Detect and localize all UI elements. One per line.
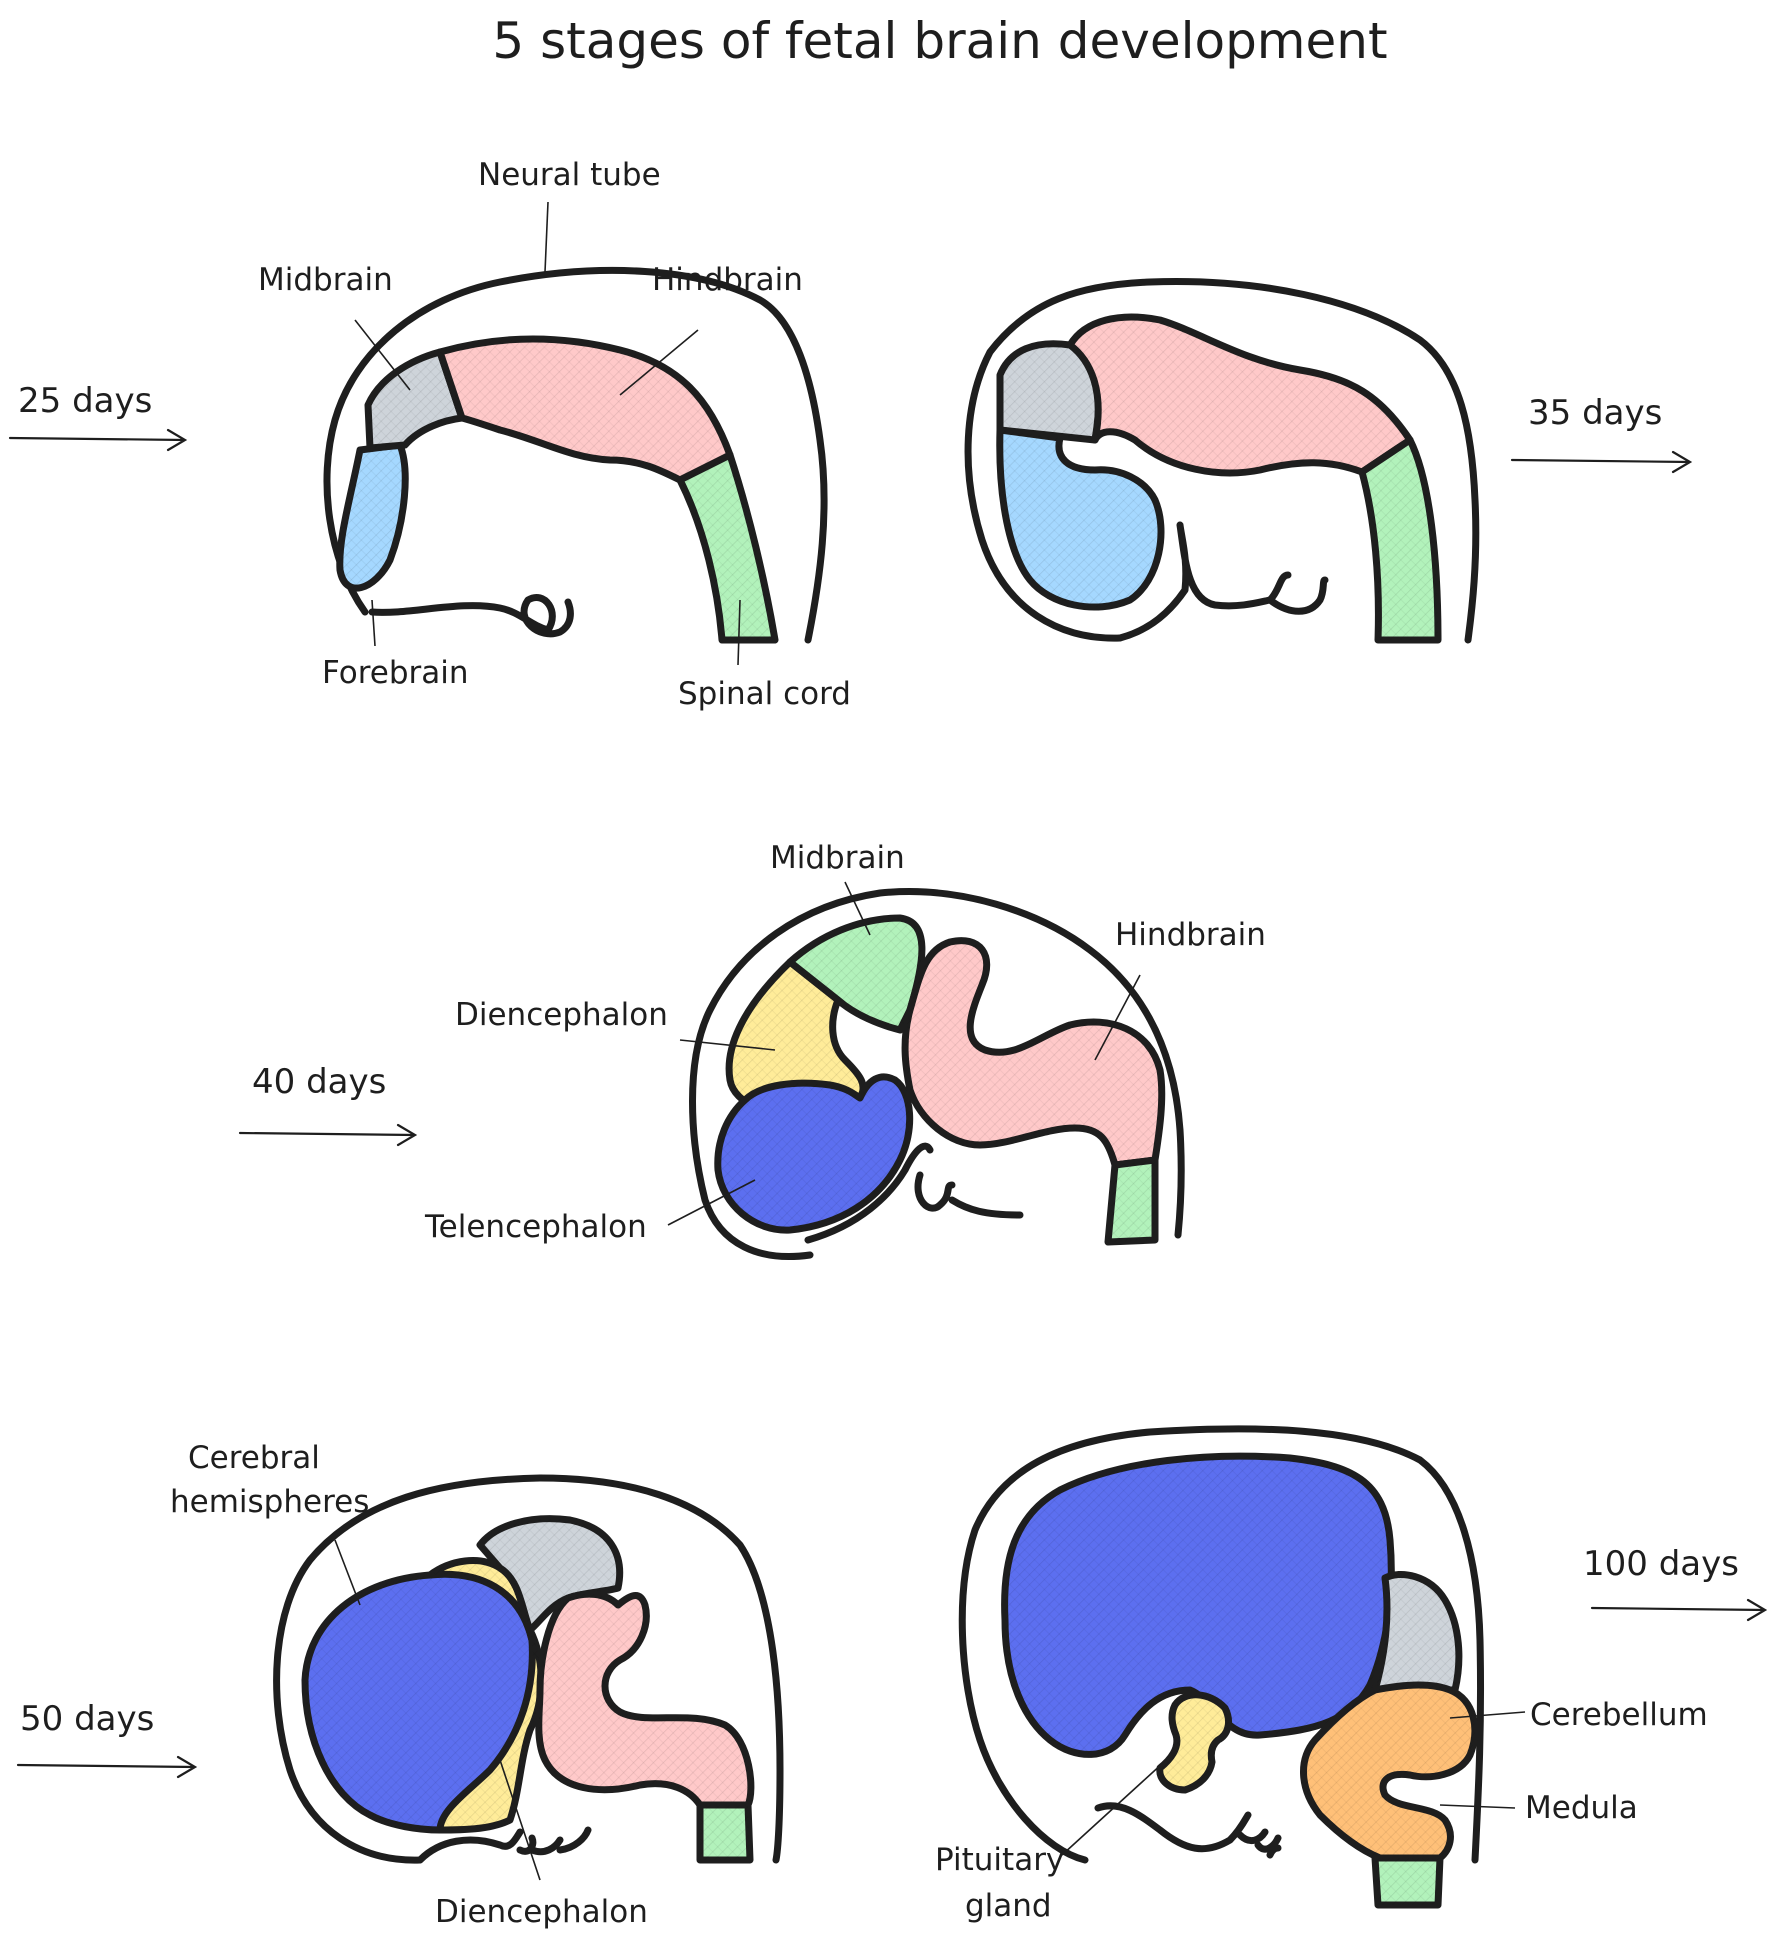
stage4-spinal-hatch bbox=[700, 1805, 750, 1860]
cerebellum-medula-hatch bbox=[1303, 1685, 1475, 1858]
leader-spinal-cord bbox=[737, 599, 741, 666]
stage3-outline bbox=[689, 888, 1185, 1260]
pituitary-hatch bbox=[1159, 1694, 1229, 1790]
leader-50-cerebral bbox=[334, 1539, 361, 1606]
stage4-hindbrain-hatch bbox=[538, 1594, 751, 1805]
stage3-spinal-hatch bbox=[1108, 1160, 1155, 1242]
stage5-inner-line bbox=[1094, 1802, 1282, 1859]
label-50-cerebral-line1: Cerebral bbox=[188, 1440, 320, 1476]
stage5-outline bbox=[958, 1425, 1485, 1864]
label-40-midbrain: Midbrain bbox=[770, 840, 905, 876]
label-40-telencephalon: Telencephalon bbox=[424, 1209, 647, 1245]
stage4-gray-hatch bbox=[480, 1518, 620, 1630]
neural-tube-inner-line bbox=[368, 594, 574, 638]
leader-forebrain bbox=[371, 599, 376, 647]
label-neural-tube: Neural tube bbox=[478, 157, 661, 193]
stage-40-days-label: 40 days bbox=[252, 1062, 386, 1102]
stage4-inner-line bbox=[416, 1826, 592, 1864]
stage2-blue-hatch bbox=[999, 430, 1162, 608]
label-pituitary-line2: gland bbox=[965, 1888, 1052, 1924]
stage-35-days: 35 days bbox=[964, 278, 1693, 644]
label-medula: Medula bbox=[1525, 1790, 1638, 1826]
stage2-hindbrain-hatch bbox=[1070, 317, 1410, 473]
label-midbrain: Midbrain bbox=[258, 262, 393, 298]
leader-40-hindbrain bbox=[1094, 974, 1141, 1061]
label-40-hindbrain: Hindbrain bbox=[1115, 917, 1266, 953]
label-hindbrain: Hindbrain bbox=[652, 262, 803, 298]
leader-40-diencephalon bbox=[679, 1039, 776, 1051]
stage5-spinal-hatch bbox=[1375, 1858, 1440, 1905]
telencephalon-hatch bbox=[717, 1076, 910, 1231]
leader-medula bbox=[1439, 1804, 1516, 1809]
arrow-25-days bbox=[8, 428, 188, 452]
forebrain-hatch bbox=[339, 445, 406, 589]
leader-pituitary bbox=[1061, 1751, 1176, 1856]
arrow-50-days bbox=[16, 1755, 198, 1779]
label-forebrain: Forebrain bbox=[322, 655, 469, 691]
leader-40-telencephalon bbox=[667, 1179, 756, 1226]
stage2-inner-line bbox=[1116, 521, 1329, 642]
diagram-title: 5 stages of fetal brain development bbox=[492, 12, 1387, 70]
label-50-cerebral-line2: hemispheres bbox=[170, 1484, 369, 1520]
label-pituitary-line1: Pituitary bbox=[935, 1842, 1064, 1878]
stage-40-days: 40 days Midbrain Hindbrain Diencephalon … bbox=[238, 840, 1266, 1260]
label-spinal-cord: Spinal cord bbox=[678, 676, 851, 712]
stage4-outline bbox=[273, 1474, 784, 1864]
arrow-35-days bbox=[1510, 450, 1693, 474]
leader-40-midbrain bbox=[844, 881, 871, 936]
stage-50-days: 50 days Cerebral hemispheres Diencephalo… bbox=[16, 1440, 784, 1930]
arrow-40-days bbox=[238, 1123, 418, 1147]
stage-35-days-label: 35 days bbox=[1528, 393, 1662, 433]
stage3-midbrain-hatch bbox=[790, 918, 922, 1030]
leader-hindbrain bbox=[619, 329, 699, 396]
neural-tube-outline bbox=[323, 267, 828, 644]
stage-25-days-label: 25 days bbox=[18, 381, 152, 421]
arrow-100-days bbox=[1590, 1598, 1768, 1622]
stage5-gray-hatch bbox=[1375, 1574, 1459, 1690]
leader-midbrain bbox=[354, 319, 411, 391]
stage3-hindbrain-hatch bbox=[905, 940, 1162, 1165]
stage5-cerebrum-hatch bbox=[1004, 1456, 1392, 1755]
stage2-spinal-hatch bbox=[1362, 440, 1438, 640]
stage-25-days: 25 days Neural tube Midbrain Hindbrain F… bbox=[8, 157, 851, 712]
stage2-outline bbox=[964, 278, 1480, 644]
cerebral-hemispheres-hatch bbox=[305, 1571, 534, 1830]
stage-100-days-label: 100 days bbox=[1583, 1544, 1739, 1584]
midbrain-hatch bbox=[368, 352, 462, 448]
leader-neural-tube bbox=[544, 201, 549, 273]
leader-50-diencephalon bbox=[499, 1759, 541, 1881]
hindbrain-hatch bbox=[440, 338, 730, 480]
stage4-diencephalon-hatch bbox=[430, 1560, 542, 1830]
spinal-cord-hatch bbox=[680, 455, 775, 640]
stage3-inner-line bbox=[804, 1142, 1024, 1244]
label-40-diencephalon: Diencephalon bbox=[455, 997, 668, 1033]
label-cerebellum: Cerebellum bbox=[1530, 1697, 1708, 1733]
stage-100-days: 100 days Cerebellum Medula Pituitary gla… bbox=[935, 1425, 1768, 1924]
stage-50-days-label: 50 days bbox=[20, 1699, 154, 1739]
label-50-diencephalon: Diencephalon bbox=[435, 1894, 648, 1930]
leader-cerebellum bbox=[1449, 1711, 1526, 1719]
stage2-gray-hatch bbox=[1000, 343, 1099, 440]
